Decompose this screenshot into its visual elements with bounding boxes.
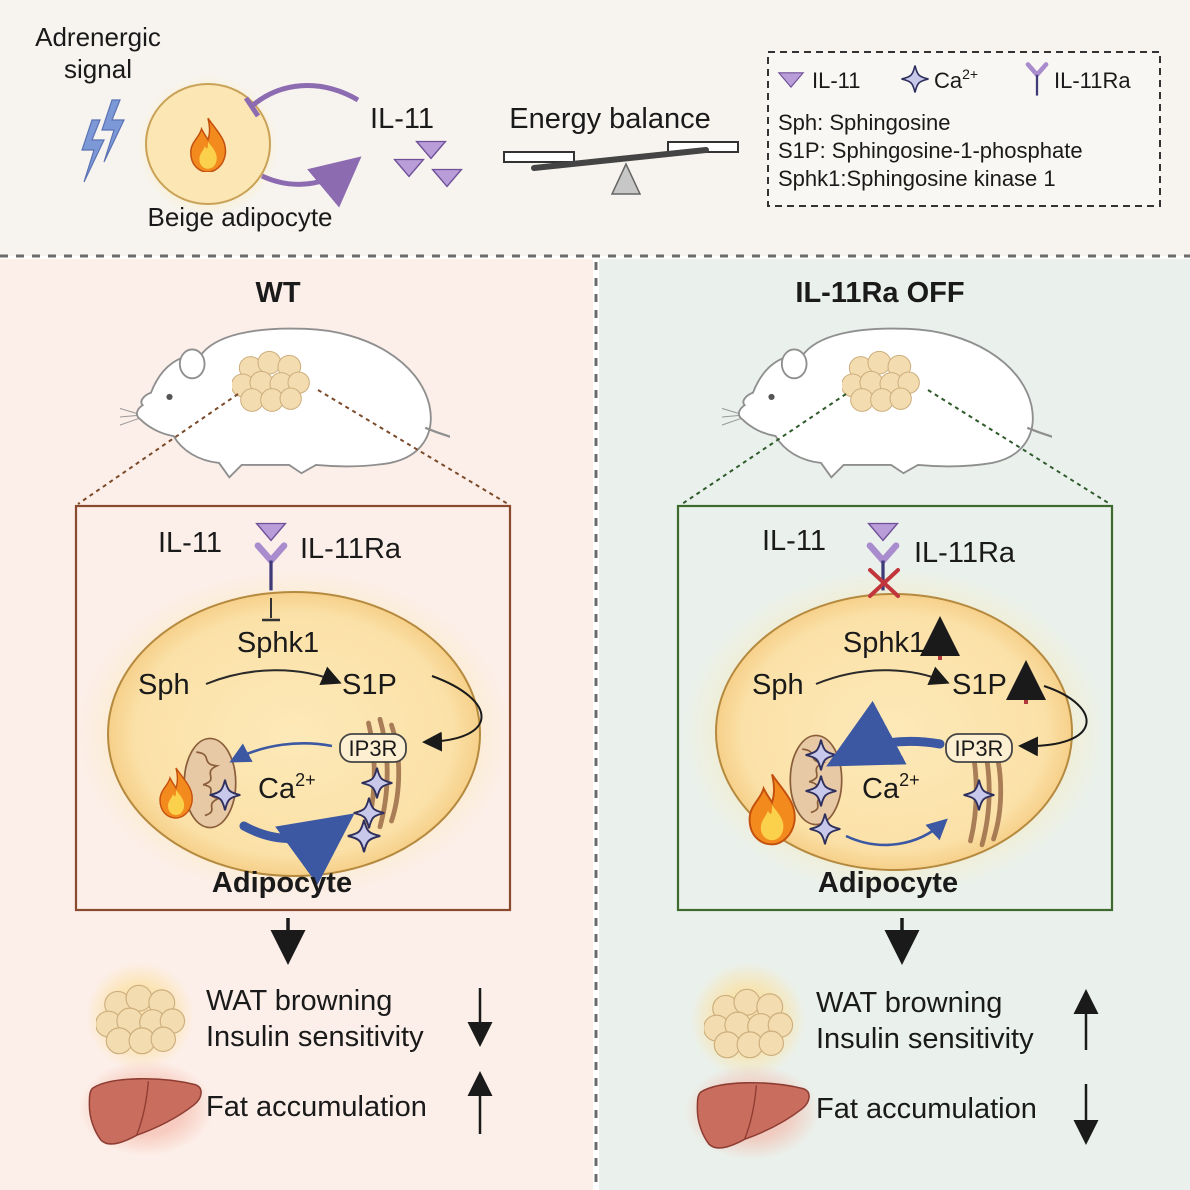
ko-il11-label: IL-11 <box>762 525 826 557</box>
ko-panel: IL-11Ra OFF IL-11 IL-11Ra Sphk1 Sph S1P … <box>599 259 1190 1190</box>
ko-s1p-label: S1P <box>952 669 1007 701</box>
beige-adipocyte-label: Beige adipocyte <box>147 202 332 232</box>
wt-ip3r-channel <box>339 733 407 763</box>
ko-ip3r-label: IP3R <box>955 736 1004 761</box>
ko-outcome-fat: Fat accumulation <box>816 1093 1037 1125</box>
seesaw-icon <box>503 141 739 195</box>
wt-outcome-browning: WAT browning <box>206 985 392 1017</box>
secretion-arrow <box>260 156 362 208</box>
ko-ip3r-channel <box>945 733 1013 763</box>
ko-il11ra-label: IL-11Ra <box>914 537 1016 569</box>
legend-sphk1: Sphk1:Sphingosine kinase 1 <box>778 166 1056 191</box>
inhibition-bar <box>243 96 261 118</box>
legend-s1p: S1P: Sphingosine-1-phosphate <box>778 138 1083 163</box>
ko-ca-label: Ca2+ <box>862 770 920 805</box>
wt-il11-label: IL-11 <box>158 527 222 559</box>
wt-panel: WT IL-11 IL-11Ra Sphk1 Sph S1P IP3R Ca2+… <box>0 259 593 1190</box>
wt-ca-label: Ca2+ <box>258 770 316 805</box>
wt-sph-label: Sph <box>138 669 190 701</box>
block-x-icon <box>868 568 900 598</box>
fat-cluster-icon <box>96 984 186 1055</box>
legend-box: IL-11 Ca2+ IL-11Ra Sph: Sphingosine S1P:… <box>767 51 1161 207</box>
mitochondria-icon <box>183 737 237 829</box>
legend-sph: Sph: Sphingosine <box>778 110 950 135</box>
fat-cluster-icon <box>704 988 794 1059</box>
wt-s1p-label: S1P <box>342 669 397 701</box>
legend-il11-label: IL-11 <box>812 68 861 93</box>
ko-title: IL-11Ra OFF <box>795 277 964 309</box>
ko-sph-label: Sph <box>752 669 804 701</box>
mitochondria-icon <box>789 734 843 826</box>
ko-outcome-insulin: Insulin sensitivity <box>816 1023 1034 1055</box>
wt-ip3r-label: IP3R <box>349 736 398 761</box>
wt-outcome-fat: Fat accumulation <box>206 1091 427 1123</box>
il11-top-label: IL-11 <box>370 103 434 135</box>
ko-adipocyte-label: Adipocyte <box>818 867 958 899</box>
energy-balance-label: Energy balance <box>509 103 711 135</box>
legend-il11ra-label: IL-11Ra <box>1054 68 1131 93</box>
fat-cluster-icon <box>232 350 310 412</box>
wt-adipocyte-label: Adipocyte <box>212 867 352 899</box>
legend-ca-label: Ca2+ <box>934 66 978 93</box>
top-banner: Adrenergic signal Beige adipocyte IL-11 … <box>0 0 1190 258</box>
lightning-icon <box>81 99 125 183</box>
wt-title: WT <box>255 277 300 309</box>
beige-adipocyte-cell <box>138 76 278 216</box>
adrenergic-label-1: Adrenergic <box>35 22 161 52</box>
ko-sphk1-label: Sphk1 <box>843 627 925 659</box>
wt-il11ra-label: IL-11Ra <box>300 533 402 565</box>
ko-outcome-browning: WAT browning <box>816 987 1002 1019</box>
adrenergic-label-2: signal <box>64 54 132 84</box>
wt-outcome-insulin: Insulin sensitivity <box>206 1021 424 1053</box>
fat-cluster-icon <box>842 350 920 412</box>
wt-sphk1-label: Sphk1 <box>237 627 319 659</box>
